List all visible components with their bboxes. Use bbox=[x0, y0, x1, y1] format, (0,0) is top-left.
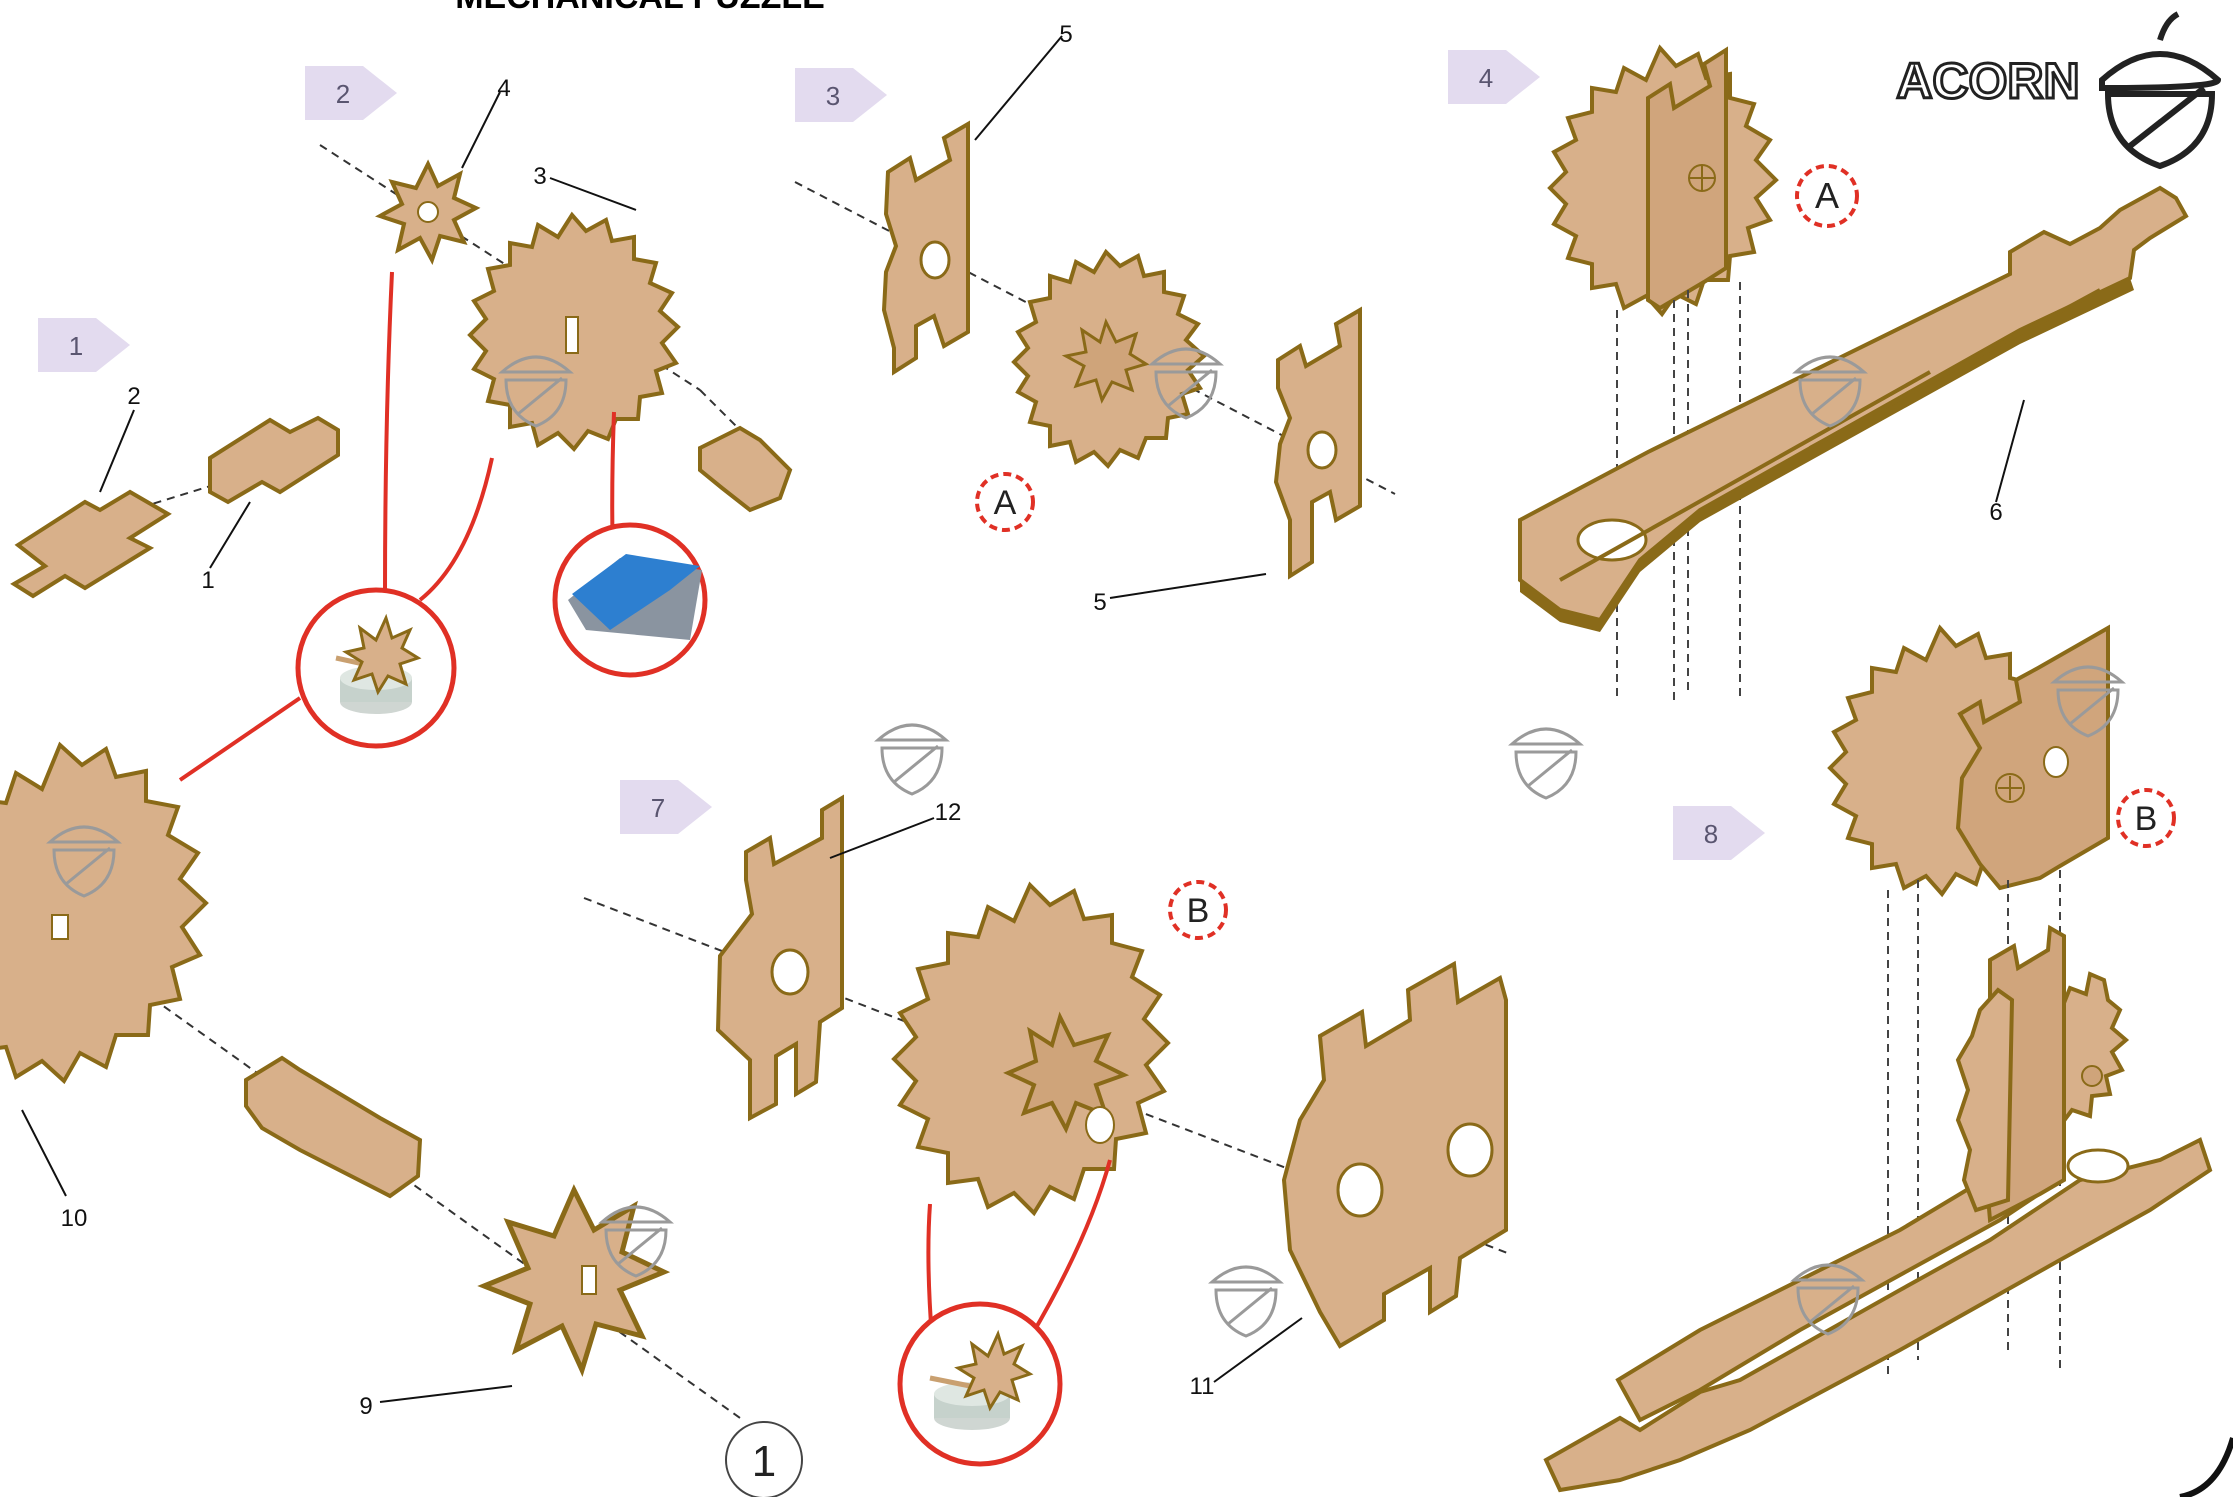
page-title: MECHANICAL PUZZLE bbox=[455, 0, 825, 16]
svg-text:8: 8 bbox=[1704, 819, 1718, 849]
svg-text:7: 7 bbox=[651, 793, 665, 823]
marker-a-step4: A bbox=[1797, 166, 1857, 226]
callout-9: 9 bbox=[359, 1386, 512, 1420]
svg-text:9: 9 bbox=[359, 1393, 372, 1420]
part-10-large-gear bbox=[0, 745, 206, 1081]
part-5-plate-left bbox=[884, 124, 968, 372]
brand-logo: ACORN bbox=[1896, 14, 2218, 166]
svg-text:3: 3 bbox=[826, 81, 840, 111]
step-arrow-2: 2 bbox=[305, 66, 397, 120]
svg-text:5: 5 bbox=[1093, 589, 1106, 616]
step8-parts bbox=[1546, 628, 2210, 1490]
part-4-small-gear bbox=[380, 164, 476, 260]
callout-5-top: 5 bbox=[975, 21, 1073, 140]
part-gear-assembly-step7 bbox=[894, 885, 1168, 1213]
marker-b-step7: B bbox=[1170, 882, 1226, 938]
part-3-large-gear bbox=[470, 215, 678, 449]
callout-5-bottom: 5 bbox=[1093, 574, 1266, 616]
acorn-watermark bbox=[878, 725, 946, 794]
sanding-mat-detail bbox=[555, 525, 705, 675]
step-left-parts bbox=[0, 745, 740, 1418]
acorn-watermark bbox=[1212, 1267, 1280, 1336]
part-1-peg bbox=[210, 418, 338, 502]
svg-text:1: 1 bbox=[752, 1437, 776, 1486]
brand-name: ACORN bbox=[1896, 53, 2079, 109]
page-number: 1 bbox=[726, 1422, 802, 1497]
page-corner bbox=[2180, 1438, 2233, 1497]
marker-b-step8: B bbox=[2118, 790, 2174, 846]
svg-text:4: 4 bbox=[497, 75, 510, 102]
svg-text:2: 2 bbox=[127, 383, 140, 410]
glue-pot-detail bbox=[900, 1304, 1060, 1464]
svg-text:1: 1 bbox=[69, 331, 83, 361]
part-2-peg bbox=[14, 492, 168, 596]
svg-text:B: B bbox=[2135, 800, 2158, 838]
step3-parts bbox=[795, 124, 1395, 576]
callout-4: 4 bbox=[462, 75, 511, 168]
acorn-watermark bbox=[1512, 729, 1580, 798]
step-arrow-1: 1 bbox=[38, 318, 130, 372]
svg-text:12: 12 bbox=[935, 799, 962, 826]
part-5-plate-right bbox=[1276, 310, 1360, 576]
glue-pot-detail bbox=[298, 590, 454, 746]
svg-text:11: 11 bbox=[1190, 1373, 1215, 1400]
svg-text:A: A bbox=[1815, 175, 1839, 216]
part-gear-assembly-step3 bbox=[1014, 252, 1204, 466]
callout-3: 3 bbox=[533, 163, 636, 210]
step-arrow-8: 8 bbox=[1673, 806, 1765, 860]
callout-1: 1 bbox=[201, 502, 250, 594]
part-12-plate bbox=[718, 798, 842, 1118]
marker-a-step3: A bbox=[977, 474, 1033, 530]
svg-text:1: 1 bbox=[201, 567, 214, 594]
svg-text:B: B bbox=[1187, 892, 1210, 930]
step4-parts bbox=[1520, 48, 2186, 700]
callout-12: 12 bbox=[830, 799, 961, 858]
callout-6: 6 bbox=[1989, 400, 2024, 526]
callout-10: 10 bbox=[22, 1110, 87, 1232]
svg-text:6: 6 bbox=[1989, 499, 2002, 526]
part-base-assembly-step8 bbox=[1546, 928, 2210, 1490]
part-long-peg bbox=[246, 1058, 420, 1196]
part-9-small-gear bbox=[484, 1190, 664, 1370]
svg-text:2: 2 bbox=[336, 79, 350, 109]
step-arrow-3: 3 bbox=[795, 68, 887, 122]
step1-parts bbox=[14, 418, 338, 596]
step-arrow-4: 4 bbox=[1448, 50, 1540, 104]
part-gear-assembly-step8 bbox=[1830, 628, 2108, 894]
callout-11: 11 bbox=[1190, 1318, 1302, 1400]
svg-text:A: A bbox=[994, 484, 1017, 522]
svg-text:5: 5 bbox=[1059, 21, 1072, 48]
part-gear-assembly-step4 bbox=[1550, 48, 1776, 314]
svg-text:10: 10 bbox=[61, 1205, 88, 1232]
step7-parts bbox=[584, 725, 1580, 1346]
part-peg-step2 bbox=[700, 428, 790, 510]
step-arrow-7: 7 bbox=[620, 780, 712, 834]
acorn-icon bbox=[2102, 14, 2218, 166]
svg-text:3: 3 bbox=[533, 163, 546, 190]
callout-2: 2 bbox=[100, 383, 141, 492]
svg-text:4: 4 bbox=[1479, 63, 1493, 93]
part-11-large-plate bbox=[1284, 964, 1506, 1346]
